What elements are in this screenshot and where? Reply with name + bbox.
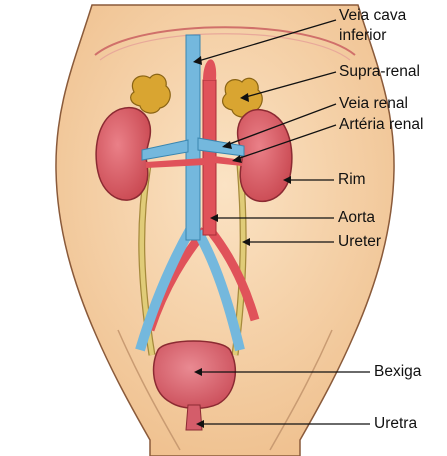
leader-supra-renal [241, 71, 337, 99]
vena-cava [185, 34, 201, 241]
leader-arrowheads [193, 56, 291, 428]
arrowhead-veia-cava [193, 56, 202, 65]
label-ureter: Ureter [338, 233, 382, 250]
leader-lines [194, 19, 370, 425]
arrowhead-veia-renal [222, 141, 232, 149]
label-arteria-renal: Artéria renal [339, 116, 424, 133]
arrowhead-ureter [242, 238, 250, 246]
leader-veia-renal [223, 103, 337, 147]
left-renal-artery [146, 158, 205, 168]
arrowhead-arteria-renal [232, 155, 242, 163]
left-iliac-vein [135, 227, 195, 352]
right-kidney [236, 108, 293, 203]
left-renal-vein [141, 139, 189, 161]
diaphragm-inner [99, 33, 351, 61]
diaphragm [94, 26, 356, 56]
arrowhead-bexiga [194, 368, 202, 376]
leader-arteria-renal [233, 124, 337, 161]
right-groin-line [269, 329, 333, 451]
arrowhead-aorta [210, 214, 218, 222]
right-renal-artery [214, 156, 242, 166]
arrowhead-uretra [196, 420, 204, 428]
urethra [185, 404, 203, 431]
left-groin-line [117, 329, 181, 451]
label-bexiga: Bexiga [374, 363, 422, 380]
label-rim: Rim [338, 171, 366, 188]
left-adrenal-gland [130, 73, 171, 114]
right-iliac-vein [193, 229, 245, 352]
label-veia-renal: Veia renal [339, 95, 408, 112]
label-veia-cava-line2: inferior [339, 27, 387, 44]
arrowhead-rim [283, 176, 291, 184]
leader-veia-cava [194, 19, 337, 63]
right-iliac-artery [206, 227, 260, 322]
label-supra-renal: Supra-renal [339, 63, 420, 80]
left-kidney [95, 106, 152, 201]
arrowhead-supra-renal [240, 93, 249, 102]
label-aorta: Aorta [338, 209, 376, 226]
bladder [152, 340, 237, 409]
aorta-top [203, 59, 217, 80]
label-veia-cava-line1: Veia cava [339, 7, 407, 24]
label-uretra: Uretra [374, 415, 418, 432]
